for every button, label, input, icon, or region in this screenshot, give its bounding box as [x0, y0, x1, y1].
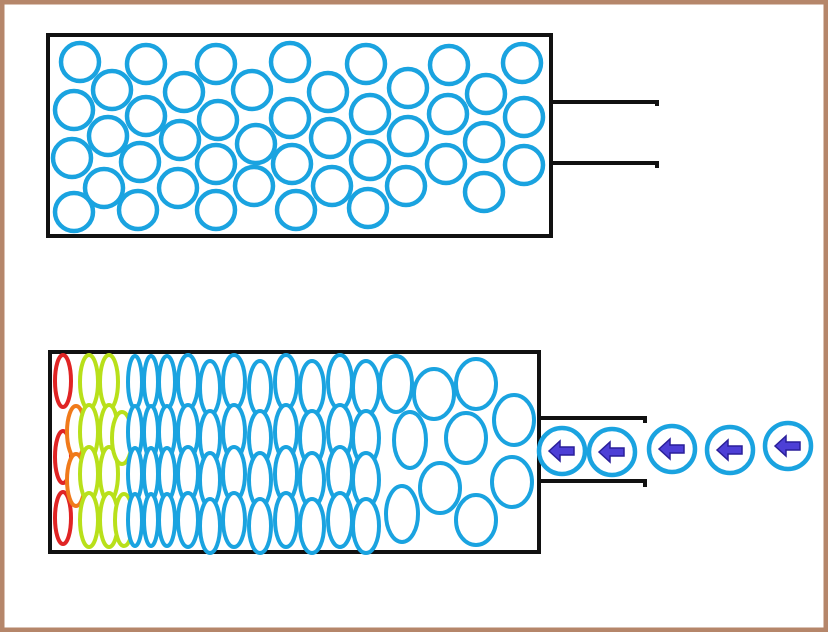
- compressed-particle: [157, 354, 177, 410]
- compressed-particle: [176, 353, 200, 411]
- particle: [52, 190, 96, 234]
- compressed-particle: [454, 357, 498, 411]
- particle: [344, 42, 388, 86]
- particle: [426, 92, 470, 136]
- compressed-particle: [142, 492, 160, 548]
- compressed-particle: [157, 492, 177, 548]
- particle: [427, 43, 471, 87]
- compressed-particles: [53, 353, 536, 555]
- left-arrow-icon: [773, 434, 801, 458]
- particle: [124, 94, 168, 138]
- particle: [386, 66, 430, 110]
- particle: [158, 118, 202, 162]
- particle: [308, 116, 352, 160]
- particle: [90, 68, 134, 112]
- compressed-particle: [378, 354, 414, 414]
- particle: [502, 143, 546, 187]
- compressed-particle: [221, 491, 247, 549]
- particle: [464, 72, 508, 116]
- particle: [462, 170, 506, 214]
- compressed-particle: [176, 491, 200, 549]
- compressed-particle: [490, 455, 534, 509]
- particle: [424, 142, 468, 186]
- particle: [86, 114, 130, 158]
- relaxed-container-nozzle: [551, 100, 659, 168]
- compressed-particle: [53, 490, 73, 546]
- compressed-particle: [273, 353, 299, 411]
- particle: [232, 164, 276, 208]
- relaxed-container-group: [46, 33, 659, 238]
- compressed-particle: [247, 497, 273, 555]
- particle: [162, 70, 206, 114]
- particle: [268, 40, 312, 84]
- compressed-particle: [78, 353, 100, 411]
- particle: [386, 114, 430, 158]
- particle: [234, 122, 278, 166]
- left-arrow-icon: [715, 438, 743, 462]
- compressed-particle: [198, 497, 222, 555]
- compressed-particle: [418, 461, 462, 515]
- compressed-container-group: [48, 350, 814, 555]
- left-arrow-icon: [657, 437, 685, 461]
- particle: [118, 140, 162, 184]
- particle: [346, 186, 390, 230]
- compressed-particle: [454, 493, 498, 547]
- compressed-particle: [351, 497, 381, 555]
- particle: [462, 120, 506, 164]
- compressed-particle: [444, 411, 488, 465]
- particle: [306, 70, 350, 114]
- particle: [348, 92, 392, 136]
- particle: [58, 40, 102, 84]
- relaxed-particles: [50, 40, 546, 234]
- left-arrow-icon: [597, 440, 625, 464]
- particle: [194, 142, 238, 186]
- compressed-particle: [247, 359, 273, 417]
- particle: [116, 188, 160, 232]
- compressed-particle: [392, 410, 428, 470]
- particle: [502, 95, 546, 139]
- particle: [384, 164, 428, 208]
- particle: [124, 42, 168, 86]
- compressed-particle: [492, 393, 536, 447]
- particle: [310, 164, 354, 208]
- compressed-particle: [98, 353, 120, 411]
- compressed-particle: [351, 359, 381, 417]
- particle: [274, 188, 318, 232]
- particle: [348, 138, 392, 182]
- compressed-particle: [53, 353, 73, 409]
- compressed-particle: [384, 484, 420, 544]
- particle: [268, 96, 312, 140]
- compressed-particle: [198, 359, 222, 417]
- relaxed-container-box: [46, 33, 553, 238]
- left-arrow-icon: [547, 439, 575, 463]
- particle: [194, 42, 238, 86]
- compressed-particle: [78, 491, 100, 549]
- compressed-particle: [298, 359, 326, 417]
- particle: [270, 142, 314, 186]
- compressed-particle: [273, 491, 299, 549]
- compressed-particle: [326, 491, 354, 549]
- compressed-particle: [126, 354, 144, 410]
- particle: [196, 98, 240, 142]
- particle: [52, 88, 96, 132]
- particle: [230, 68, 274, 112]
- compressed-container-nozzle: [539, 416, 647, 487]
- incoming-particles: [536, 420, 814, 478]
- particle: [82, 166, 126, 210]
- particle: [500, 41, 544, 85]
- particle: [156, 166, 200, 210]
- particle: [50, 136, 94, 180]
- compressed-particle: [221, 353, 247, 411]
- compressed-particle: [412, 367, 456, 421]
- compressed-particle: [142, 354, 160, 410]
- particle: [194, 188, 238, 232]
- compressed-particle: [298, 497, 326, 555]
- compressed-particle: [326, 353, 354, 411]
- compressed-particle: [126, 492, 144, 548]
